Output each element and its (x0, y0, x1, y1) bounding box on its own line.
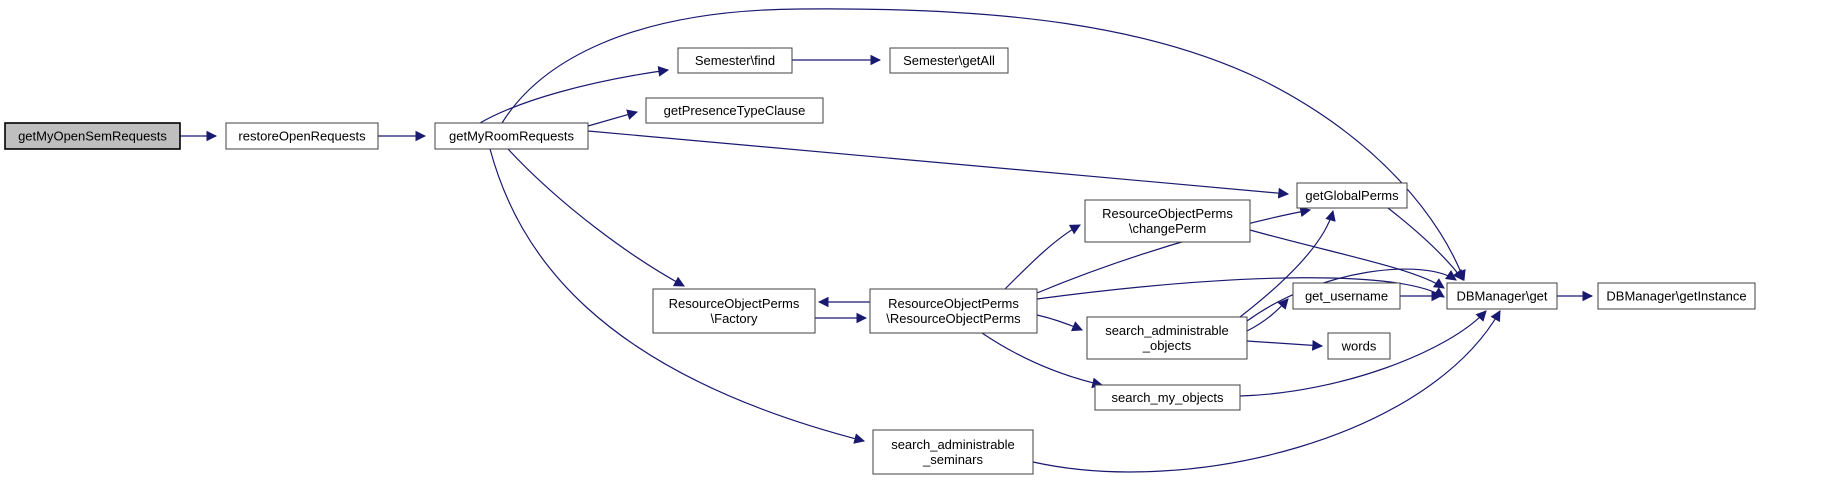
node-box-resource-object-perms-factory[interactable] (652, 288, 816, 334)
edge-search-administrable-objects-to-get-username (1246, 298, 1289, 332)
node-label-resource-object-perms-constructor-line2: \ResourceObjectPerms (886, 311, 1021, 326)
edge-search-administrable-objects-to-words (1246, 339, 1324, 351)
edge-get-global-perms-to-dbmanager-get (1387, 207, 1464, 281)
node-get-my-room-requests[interactable]: getMyRoomRequests (434, 122, 589, 150)
edge-resource-object-perms-change-perm-to-dbmanager-get (1249, 229, 1445, 289)
node-resource-object-perms-constructor[interactable]: ResourceObjectPerms\ResourceObjectPerms (869, 288, 1038, 334)
edge-get-my-room-requests-to-search-administrable-seminars (489, 148, 866, 444)
node-label-dbmanager-get: DBManager\get (1456, 289, 1547, 304)
node-label-resource-object-perms-constructor-line1: ResourceObjectPerms (888, 296, 1019, 311)
node-label-restore-open-requests: restoreOpenRequests (238, 129, 366, 144)
node-box-get-username[interactable] (1292, 282, 1401, 310)
node-box-restore-open-requests[interactable] (225, 122, 379, 150)
node-label-get-username: get_username (1305, 289, 1388, 304)
node-label-get-presence-type-clause: getPresenceTypeClause (664, 103, 806, 118)
edge-resource-object-perms-constructor-to-search-administrable-objects (1036, 314, 1083, 332)
node-box-get-global-perms[interactable] (1296, 182, 1408, 209)
edge-get-my-room-requests-to-dbmanager-get (501, 8, 1466, 282)
node-label-resource-object-perms-change-perm-line2: \changePerm (1129, 221, 1206, 236)
node-box-get-my-open-sem-requests[interactable] (4, 122, 181, 150)
node-search-my-objects[interactable]: search_my_objects (1094, 384, 1241, 411)
node-semester-find[interactable]: Semester\find (677, 47, 793, 74)
node-label-semester-find: Semester\find (695, 53, 775, 68)
node-label-search-administrable-objects-line1: search_administrable (1105, 323, 1229, 338)
edge-get-my-room-requests-to-resource-object-perms-factory (507, 148, 685, 287)
edge-search-administrable-objects-to-get-global-perms (1239, 209, 1336, 318)
node-resource-object-perms-change-perm[interactable]: ResourceObjectPerms\changePerm (1084, 199, 1251, 243)
node-label-search-administrable-seminars-line1: search_administrable (891, 437, 1015, 452)
node-words[interactable]: words (1327, 332, 1391, 360)
node-resource-object-perms-factory[interactable]: ResourceObjectPerms\Factory (652, 288, 816, 334)
node-dbmanager-get-instance[interactable]: DBManager\getInstance (1597, 282, 1756, 310)
node-search-administrable-objects[interactable]: search_administrable_objects (1086, 316, 1248, 360)
node-label-resource-object-perms-factory-line1: ResourceObjectPerms (669, 296, 800, 311)
node-label-words: words (1341, 339, 1377, 354)
edge-search-administrable-seminars-to-dbmanager-get (1032, 310, 1501, 473)
node-get-presence-type-clause[interactable]: getPresenceTypeClause (645, 97, 824, 124)
node-label-dbmanager-get-instance: DBManager\getInstance (1606, 289, 1746, 304)
edge-search-administrable-objects-to-dbmanager-get (1246, 268, 1457, 322)
node-box-get-my-room-requests[interactable] (434, 122, 589, 150)
node-label-search-my-objects: search_my_objects (1112, 390, 1224, 405)
edge-get-my-room-requests-to-semester-find (479, 66, 670, 124)
edge-resource-object-perms-constructor-to-dbmanager-get (1036, 277, 1445, 300)
edge-search-my-objects-to-dbmanager-get (1239, 310, 1487, 397)
node-semester-get-all[interactable]: Semester\getAll (889, 47, 1009, 74)
edge-resource-object-perms-constructor-to-search-my-objects (981, 332, 1104, 389)
node-get-username[interactable]: get_username (1292, 282, 1401, 310)
node-box-search-my-objects[interactable] (1094, 384, 1241, 411)
node-label-resource-object-perms-factory-line2: \Factory (711, 311, 758, 326)
node-search-administrable-seminars[interactable]: search_administrable_seminars (872, 429, 1034, 475)
edge-get-my-room-requests-to-get-global-perms (587, 130, 1290, 199)
node-box-search-administrable-objects[interactable] (1086, 316, 1248, 360)
node-label-get-my-room-requests: getMyRoomRequests (449, 129, 574, 144)
node-label-resource-object-perms-change-perm-line1: ResourceObjectPerms (1102, 206, 1233, 221)
node-box-dbmanager-get[interactable] (1446, 282, 1558, 310)
node-label-search-administrable-seminars-line2: _seminars (922, 452, 983, 467)
node-get-global-perms[interactable]: getGlobalPerms (1296, 182, 1408, 209)
node-box-words[interactable] (1327, 332, 1391, 360)
node-label-search-administrable-objects-line2: _objects (1142, 338, 1192, 353)
node-label-semester-get-all: Semester\getAll (903, 53, 995, 68)
node-box-semester-find[interactable] (677, 47, 793, 74)
edge-get-my-room-requests-to-get-presence-type-clause (587, 109, 639, 127)
node-get-my-open-sem-requests[interactable]: getMyOpenSemRequests (4, 122, 181, 150)
node-dbmanager-get[interactable]: DBManager\get (1446, 282, 1558, 310)
edge-resource-object-perms-constructor-to-resource-object-perms-change-perm (1004, 224, 1081, 290)
node-box-resource-object-perms-change-perm[interactable] (1084, 199, 1251, 243)
node-label-get-my-open-sem-requests: getMyOpenSemRequests (18, 129, 167, 144)
node-box-resource-object-perms-constructor[interactable] (869, 288, 1038, 334)
node-box-semester-get-all[interactable] (889, 47, 1009, 74)
node-label-get-global-perms: getGlobalPerms (1305, 188, 1399, 203)
node-restore-open-requests[interactable]: restoreOpenRequests (225, 122, 379, 150)
node-box-search-administrable-seminars[interactable] (872, 429, 1034, 475)
node-box-get-presence-type-clause[interactable] (645, 97, 824, 124)
node-box-dbmanager-get-instance[interactable] (1597, 282, 1756, 310)
